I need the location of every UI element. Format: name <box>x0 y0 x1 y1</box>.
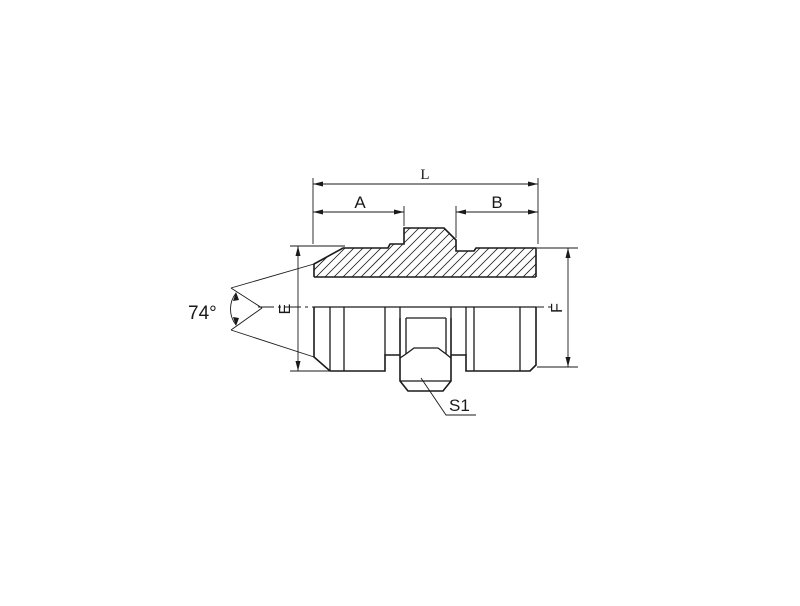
hatch-line <box>393 228 450 277</box>
dimension-label-L: L <box>420 167 429 183</box>
hatch-line <box>592 225 647 280</box>
hatch-line <box>321 228 378 277</box>
hatch-line <box>375 228 432 277</box>
hatch-line <box>601 225 656 280</box>
angle-label: 74° <box>188 303 217 324</box>
hatch-line <box>583 225 638 280</box>
hatch-line <box>574 225 629 280</box>
hatch-line <box>438 228 495 277</box>
hatch-line <box>456 228 513 277</box>
hatch-line <box>411 228 468 277</box>
cone-angle-indicator: 74° <box>188 263 315 358</box>
hatch-line <box>510 228 536 277</box>
hatch-line <box>402 228 459 277</box>
hatch-line <box>330 228 387 277</box>
dimension-A: A <box>313 193 405 226</box>
hatch-line <box>314 228 351 277</box>
hatch-line <box>610 225 665 280</box>
hatch-line <box>429 228 486 277</box>
hatch-line <box>619 225 674 280</box>
hatch-line <box>519 228 536 277</box>
hex-size-leader: S1 <box>420 377 476 416</box>
hatch-line <box>483 228 536 277</box>
hatch-line <box>366 228 423 277</box>
hatch-line <box>384 228 441 277</box>
hatch-line <box>465 228 522 277</box>
hatch-line <box>538 225 593 280</box>
hatch-line <box>528 228 536 277</box>
hatch-line <box>314 228 360 277</box>
dimension-label-B: B <box>491 193 502 212</box>
hatch-line <box>314 228 369 277</box>
hatch-line <box>501 228 536 277</box>
dimension-B: B <box>455 193 538 238</box>
hex-size-label: S1 <box>449 396 470 415</box>
hatch-line <box>556 225 611 280</box>
hatch-line <box>492 228 536 277</box>
dimension-label-E: E <box>277 304 294 315</box>
dimension-label-F: F <box>549 303 566 313</box>
dimension-F: F <box>537 247 578 368</box>
hatch-line <box>565 225 620 280</box>
hatch-line <box>547 225 602 280</box>
dimension-label-A: A <box>354 193 366 212</box>
dimension-E: E <box>277 245 345 372</box>
dimension-L: L <box>312 167 539 244</box>
hatch-line <box>339 228 396 277</box>
hatch-line <box>474 228 531 277</box>
hatch-line <box>314 228 333 277</box>
hatch-line <box>348 228 405 277</box>
